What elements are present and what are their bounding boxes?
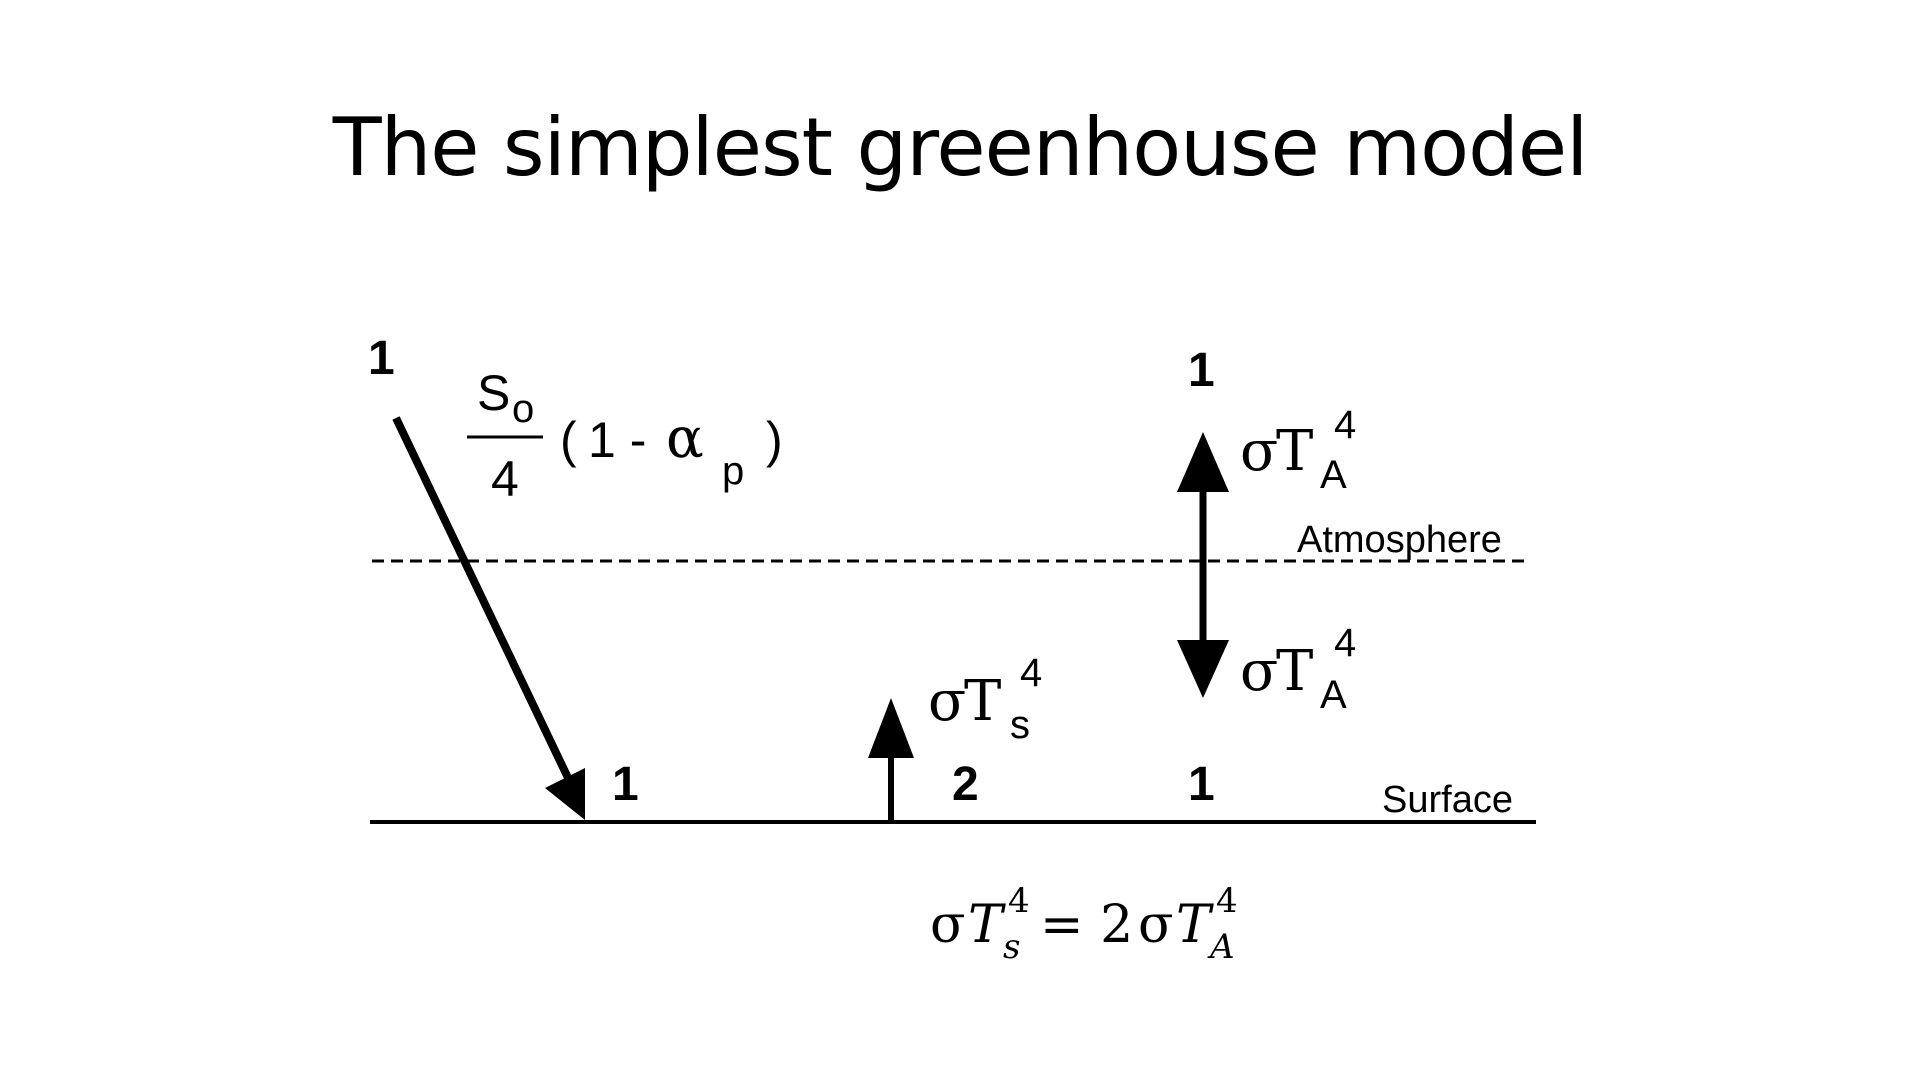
- surface-back-number: 1: [1188, 758, 1215, 811]
- atmosphere-down-term: σ T A 4: [1240, 621, 1356, 717]
- svg-text:1 -: 1 -: [588, 412, 646, 468]
- top-right-number: 1: [1188, 344, 1215, 397]
- svg-text:A: A: [1320, 453, 1347, 497]
- svg-text:T: T: [968, 895, 1006, 955]
- svg-text:p: p: [722, 449, 744, 493]
- svg-text:s: s: [1010, 703, 1030, 747]
- svg-text:T: T: [1276, 639, 1313, 704]
- svg-text:T: T: [964, 669, 1001, 734]
- balance-equation: σ T s 4 = 2 σ T A 4: [930, 881, 1238, 967]
- surface-emission-arrow: [868, 698, 914, 822]
- svg-text:σ: σ: [928, 669, 966, 734]
- surface-emission-term: σ T s 4: [928, 651, 1042, 747]
- slide-title: The simplest greenhouse model: [332, 101, 1589, 194]
- svg-text:4: 4: [491, 451, 519, 507]
- solar-arrow: [392, 416, 585, 820]
- svg-text:S: S: [477, 365, 510, 421]
- svg-text:(: (: [560, 412, 577, 468]
- svg-text:σ: σ: [1240, 639, 1278, 704]
- atmosphere-label: Atmosphere: [1297, 519, 1502, 561]
- svg-text:T: T: [1176, 895, 1214, 955]
- svg-text:4: 4: [1020, 651, 1042, 695]
- svg-text:σ: σ: [1240, 419, 1278, 484]
- svg-text:o: o: [512, 387, 534, 431]
- atmosphere-up-term: σ T A 4: [1240, 403, 1356, 497]
- svg-text:): ): [766, 412, 783, 468]
- atmosphere-emission-arrow: [1177, 432, 1229, 698]
- svg-text:4: 4: [1334, 621, 1356, 665]
- svg-text:= 2: = 2: [1040, 895, 1133, 955]
- surface-incoming-number: 1: [612, 758, 639, 811]
- top-left-number: 1: [368, 332, 395, 385]
- surface-label: Surface: [1382, 779, 1513, 821]
- svg-text:s: s: [1003, 927, 1020, 967]
- surface-emission-number: 2: [952, 758, 979, 811]
- svg-text:α: α: [666, 406, 704, 471]
- svg-text:T: T: [1276, 419, 1313, 484]
- svg-text:σ: σ: [1138, 895, 1174, 955]
- svg-text:σ: σ: [930, 895, 966, 955]
- svg-text:4: 4: [1334, 403, 1356, 447]
- svg-text:4: 4: [1008, 881, 1030, 921]
- svg-text:A: A: [1320, 673, 1347, 717]
- svg-text:A: A: [1207, 927, 1235, 967]
- solar-term: S o 4 ( 1 - α p ): [467, 365, 783, 507]
- svg-text:4: 4: [1216, 881, 1238, 921]
